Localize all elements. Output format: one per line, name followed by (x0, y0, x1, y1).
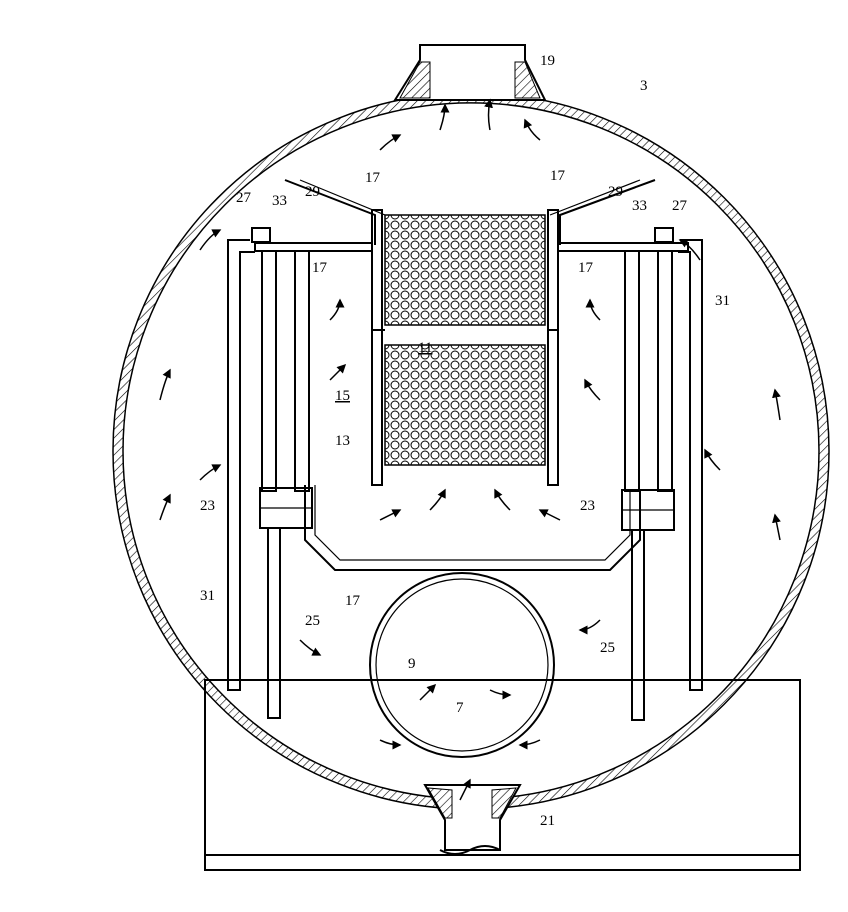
label-3: 3 (640, 78, 648, 94)
label-33-right: 33 (632, 198, 647, 214)
label-21: 21 (540, 813, 555, 829)
inlet-pipe (370, 573, 554, 757)
label-31-right: 31 (715, 293, 730, 309)
label-11: 11 (418, 340, 432, 356)
label-31-left: 31 (200, 588, 215, 604)
label-17-bottom: 17 (345, 593, 361, 609)
left-separator (228, 228, 312, 718)
label-13: 13 (335, 433, 350, 449)
label-15: 15 (335, 388, 350, 404)
drain-nozzle (425, 785, 520, 854)
label-25-right: 25 (600, 640, 615, 656)
label-19: 19 (540, 53, 555, 69)
label-17-top-left: 17 (365, 170, 381, 186)
label-29-left: 29 (305, 184, 320, 200)
label-33-left: 33 (272, 193, 287, 209)
label-27-left: 27 (236, 190, 252, 206)
label-23-left: 23 (200, 498, 215, 514)
outlet-nozzle (395, 45, 545, 100)
label-9: 9 (408, 656, 416, 672)
label-17-left-inner: 17 (312, 260, 328, 276)
label-17-right-inner: 17 (578, 260, 594, 276)
label-25-left: 25 (305, 613, 320, 629)
label-27-right: 27 (672, 198, 688, 214)
label-17-top-right: 17 (550, 168, 566, 184)
label-7: 7 (456, 700, 464, 716)
tube-bundle (372, 210, 558, 485)
right-separator (622, 228, 702, 720)
label-29-right: 29 (608, 184, 623, 200)
label-23-right: 23 (580, 498, 595, 514)
